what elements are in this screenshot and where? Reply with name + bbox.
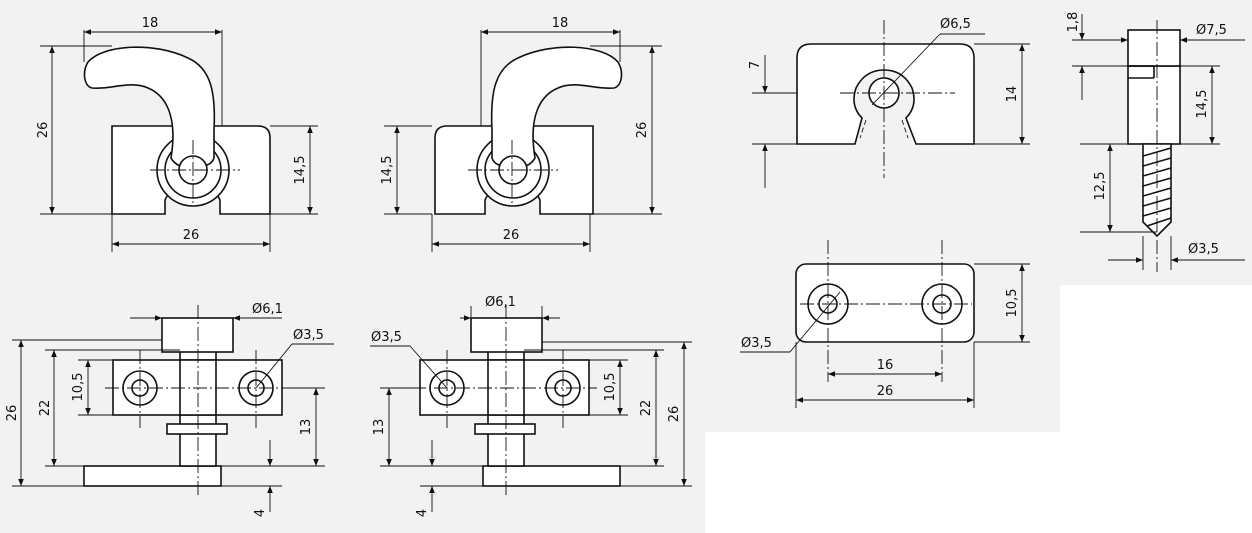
view-front-left: 18 26 14,5 26: [36, 16, 318, 252]
dim-height-body: 14,5: [293, 156, 308, 185]
dim-shank: 14,5: [1195, 90, 1210, 119]
dim-mid: 22: [38, 400, 53, 417]
dim-height-body: 14,5: [380, 156, 395, 185]
dim-width: 26: [877, 384, 894, 399]
sheet-background-right: [705, 0, 1060, 432]
dim-diameter-top: Ø6,1: [252, 302, 283, 317]
dim-diameter-thread: Ø3,5: [1188, 242, 1219, 257]
dim-hole-height: 13: [299, 419, 314, 436]
dim-base: 4: [253, 509, 268, 517]
view-side-left: Ø6,1 Ø3,5 26 22 10,5 13 4: [5, 302, 334, 517]
dim-height-total: 26: [635, 122, 650, 139]
dim-total: 26: [667, 406, 682, 423]
dim-height: 10,5: [1005, 289, 1020, 318]
dim-hole-height: 13: [372, 419, 387, 436]
dim-plate: 10,5: [603, 373, 618, 402]
view-receiver-front: Ø6,5 7 14: [748, 17, 1030, 188]
dim-mid: 22: [639, 400, 654, 417]
dim-diameter-hole: Ø3,5: [371, 330, 402, 345]
dim-plate: 10,5: [71, 373, 86, 402]
dim-head: 1,8: [1066, 12, 1081, 33]
dim-width-base: 26: [503, 228, 520, 243]
dim-thread: 12,5: [1093, 172, 1108, 201]
dim-width-top: 18: [142, 16, 159, 31]
dim-right: 14: [1005, 86, 1020, 103]
view-side-right: Ø6,1 Ø3,5 13 4 10,5 22 26: [370, 295, 692, 517]
dim-total: 26: [5, 405, 20, 422]
dim-diameter-top: Ø6,1: [485, 295, 516, 310]
view-screw: 1,8 Ø7,5 14,5 12,5 Ø3,5: [1066, 12, 1245, 272]
view-receiver-top: 10,5 Ø3,5 16 26: [740, 240, 1030, 408]
dim-spacing: 16: [877, 358, 894, 373]
dim-base: 4: [415, 509, 430, 517]
sheet-background-left: [0, 0, 705, 533]
dim-diameter-head: Ø7,5: [1196, 23, 1227, 38]
dim-height-total: 26: [36, 122, 51, 139]
view-front-right: 18 14,5 26 26: [380, 16, 662, 252]
dim-diameter: Ø3,5: [741, 336, 772, 351]
dim-diameter-hole: Ø3,5: [293, 328, 324, 343]
dim-width-top: 18: [552, 16, 569, 31]
dim-width-base: 26: [183, 228, 200, 243]
dim-diameter: Ø6,5: [940, 17, 971, 32]
dim-left: 7: [748, 61, 763, 69]
